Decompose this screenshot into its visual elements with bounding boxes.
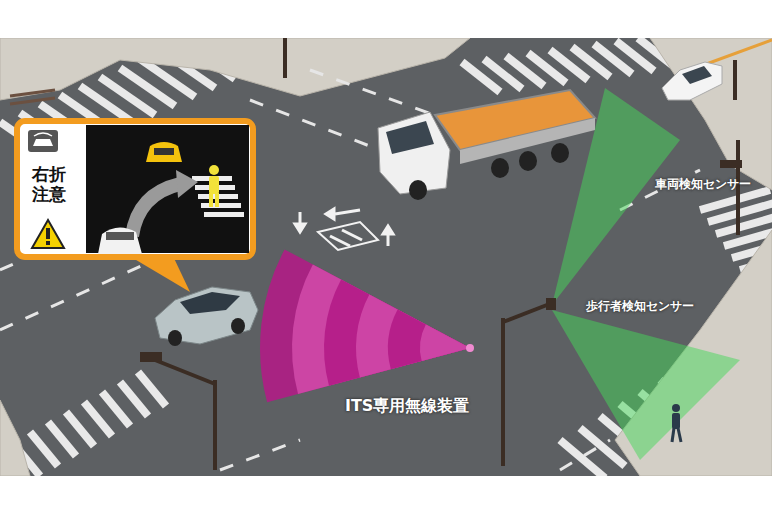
lane-marking: [560, 440, 610, 470]
callout-shape: [33, 139, 53, 146]
radio-source: [466, 344, 474, 352]
radio-wave: [260, 249, 470, 402]
silver-car: [155, 287, 258, 346]
signal-pole: [733, 60, 737, 100]
crosswalk: [102, 392, 130, 426]
callout-shape: [46, 228, 50, 239]
road-arrow: [295, 224, 305, 232]
warning-text: 右折 注意: [32, 164, 69, 205]
pedestrian: [678, 428, 681, 442]
radio-wave: [324, 279, 470, 385]
road-arrow: [295, 209, 393, 250]
sensor-label: 車両検知センサー: [655, 176, 751, 193]
white-car: [682, 66, 712, 84]
callout-shape: [17, 121, 253, 257]
sensor-beam: [552, 88, 740, 460]
lane-marking: [0, 70, 700, 470]
crosswalk: [66, 412, 94, 446]
frame: [0, 476, 772, 513]
sidewalk: [650, 38, 772, 190]
signal-pole: [283, 38, 287, 78]
sidewalk: [0, 38, 772, 476]
truck: [378, 90, 595, 200]
road-arrow: [335, 210, 360, 214]
road-arrow: [330, 236, 350, 246]
lane-marking: [220, 440, 300, 470]
sidewalk: [0, 400, 30, 476]
pedestrian: [672, 404, 681, 442]
callout-shape: [46, 241, 50, 245]
pedestrian: [672, 413, 680, 429]
callout-shape: [176, 170, 198, 198]
radio-wave: [420, 325, 470, 361]
callout-shape: [209, 176, 219, 194]
road: [0, 38, 772, 476]
truck: [491, 158, 509, 178]
white-car: [662, 62, 722, 100]
callout-shape: [146, 142, 182, 162]
white-car: [662, 62, 722, 100]
lane-marking: [250, 100, 380, 150]
callout-shape: [154, 148, 174, 155]
callout-shape: [34, 133, 52, 136]
signal-pole: [720, 160, 742, 168]
truck: [551, 143, 569, 163]
road-arrow: [318, 222, 378, 250]
truck: [519, 151, 537, 171]
crosswalk: [48, 422, 76, 456]
signal-pole: [140, 352, 162, 362]
signal-pole: [501, 318, 505, 466]
crosswalk: [84, 402, 112, 436]
signal-pole: [213, 380, 217, 470]
truck: [386, 121, 434, 154]
device-label: ITS専用無線装置: [345, 396, 469, 417]
crosswalk: [120, 382, 148, 416]
signal-pole: [546, 298, 556, 310]
pedestrian: [672, 404, 680, 412]
crosswalk: [138, 372, 166, 406]
road: [0, 38, 772, 476]
crosswalk: [30, 432, 58, 466]
road-arrow: [326, 209, 334, 219]
callout-shape: [204, 212, 244, 217]
railing: [10, 98, 55, 104]
warning-callout: 右折 注意: [14, 118, 256, 260]
callout-shape: [106, 232, 134, 240]
road-arrow: [342, 230, 362, 240]
lane-marking: [0, 262, 150, 330]
callout-shape: [209, 193, 213, 207]
silver-car: [180, 292, 240, 314]
callout-shape: [209, 165, 219, 175]
railing: [10, 90, 55, 96]
callout-shape: [32, 220, 64, 248]
silver-car: [231, 318, 245, 334]
road-arrow: [383, 226, 393, 234]
pedestrian: [672, 428, 674, 442]
sensor-beam: [552, 88, 680, 305]
silver-car: [168, 330, 182, 346]
callout-shape: [215, 193, 219, 207]
sensor-label: 歩行者検知センサー: [586, 298, 694, 315]
radio-wave: [260, 249, 470, 402]
frame: [0, 0, 772, 38]
callout-shape: [201, 203, 241, 208]
truck: [409, 180, 427, 200]
signal-pole: [503, 303, 552, 322]
callout-shape: [132, 184, 180, 236]
callout-shape: [98, 227, 142, 254]
radio-wave: [388, 310, 470, 370]
crosswalk: [0, 32, 772, 478]
radio-wave: [356, 294, 470, 377]
sidewalk: [0, 38, 470, 100]
railing: [10, 90, 55, 104]
callout-shape: [86, 125, 249, 253]
sensor-beam: [552, 310, 740, 460]
callout-shape: [28, 130, 58, 152]
radio-wave: [292, 264, 470, 394]
